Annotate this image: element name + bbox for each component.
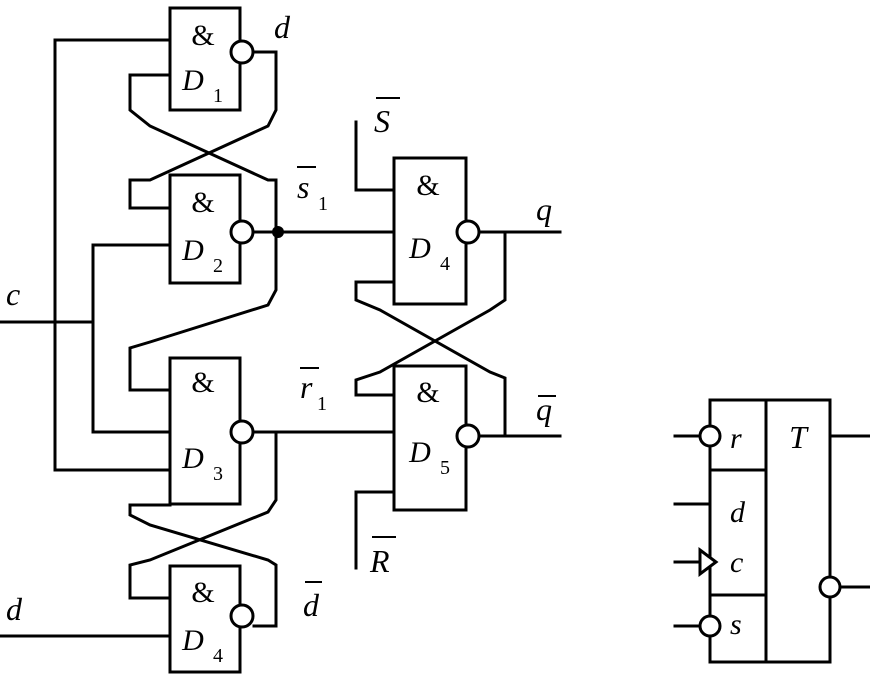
gate-d4: & D 4 — [392, 156, 481, 306]
label-s1: s — [297, 169, 309, 205]
label-c: c — [6, 276, 20, 312]
gate-d4-lower-label: D — [181, 624, 204, 657]
label-d-input: d — [6, 591, 23, 627]
gate-d4-label: D — [408, 232, 431, 265]
label-R-bar: R — [369, 543, 390, 579]
gate-d5-sub: 5 — [440, 457, 450, 479]
gate-d4-lower-sub: 4 — [213, 645, 223, 667]
wires — [0, 38, 870, 638]
gate-d1-sub: 1 — [213, 85, 223, 107]
gate-d1-label: D — [181, 64, 204, 97]
label-d-top: d — [274, 9, 291, 45]
signal-labels: c d d d s 1 r 1 S R q q — [6, 9, 556, 627]
pin-s-bubble — [698, 614, 722, 638]
label-q: q — [536, 191, 552, 227]
pin-d-label: d — [730, 496, 746, 529]
clock-triangle-icon — [698, 547, 719, 577]
gate-d2-label: D — [181, 234, 204, 267]
output-bubble — [818, 575, 842, 599]
gate-d4-lower: & D 4 — [168, 564, 255, 674]
label-d-bar: d — [303, 587, 320, 623]
gate-d5-label: D — [408, 436, 431, 469]
gate-d5: & D 5 — [392, 364, 481, 512]
label-r1-sub: 1 — [317, 393, 327, 415]
label-r1: r — [300, 369, 313, 405]
gate-d3-label: D — [181, 442, 204, 475]
gate-d3-symbol: & — [191, 366, 214, 399]
label-S-bar: S — [374, 103, 390, 139]
gate-d2: & D 2 — [168, 173, 255, 285]
t-flipflop-symbol: T r d c s — [698, 398, 842, 664]
gate-d3-sub: 3 — [213, 463, 223, 485]
gate-d1: & D 1 — [168, 6, 255, 112]
gate-d4-lower-symbol: & — [191, 576, 214, 609]
gate-d2-symbol: & — [191, 186, 214, 219]
pin-r-bubble — [698, 424, 722, 448]
gate-d4-sub: 4 — [440, 253, 450, 275]
gate-d4-symbol: & — [416, 169, 439, 202]
gate-d5-symbol: & — [416, 376, 439, 409]
label-s1-sub: 1 — [318, 193, 328, 215]
symbol-title: T — [789, 419, 809, 455]
pin-r-label: r — [730, 422, 742, 455]
pin-s-label: s — [730, 608, 742, 641]
gate-d1-symbol: & — [191, 19, 214, 52]
junction-dot — [272, 226, 284, 238]
pin-c-label: c — [730, 546, 743, 579]
gate-d2-sub: 2 — [213, 255, 223, 277]
gate-d3: & D 3 — [168, 356, 255, 506]
label-q-bar: q — [536, 391, 552, 427]
